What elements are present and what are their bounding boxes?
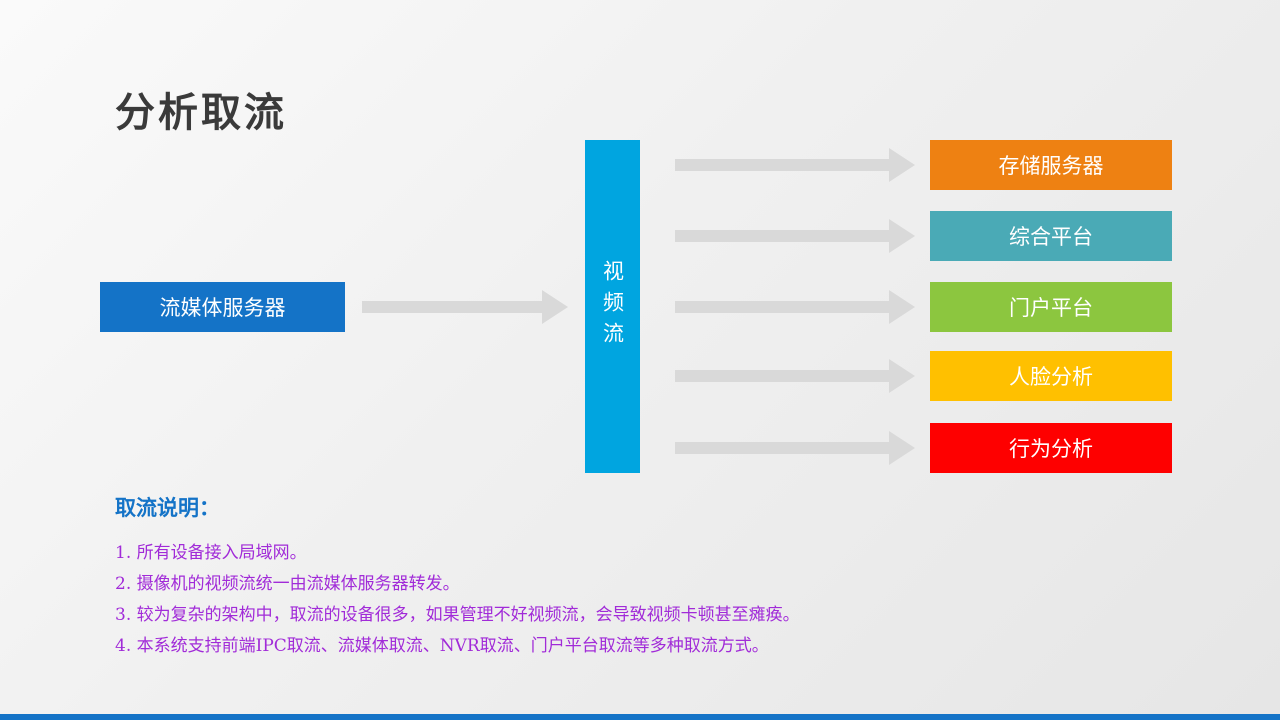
page-title: 分析取流 (115, 90, 287, 136)
target-box-label: 门户平台 (1009, 296, 1093, 320)
arrow-body (675, 159, 889, 171)
target-box-label: 行为分析 (1009, 437, 1093, 461)
notes-heading: 取流说明： (115, 495, 220, 520)
flow-arrow-icon-4 (675, 359, 915, 393)
target-box-3: 门户平台 (930, 282, 1172, 332)
note-item-4: 4. 本系统支持前端IPC取流、流媒体取流、NVR取流、门户平台取流等多种取流方… (115, 636, 769, 656)
hub-label: 视频流 (600, 260, 625, 353)
arrow-head (889, 219, 915, 253)
notes-section: 取流说明： 1. 所有设备接入局域网。 2. 摄像机的视频流统一由流媒体服务器转发… (115, 492, 1165, 662)
arrow-body (362, 301, 542, 313)
arrow-body (675, 442, 889, 454)
target-box-label: 综合平台 (1009, 225, 1093, 249)
flow-arrow-icon-1 (675, 148, 915, 182)
note-item-3: 3. 较为复杂的架构中，取流的设备很多，如果管理不好视频流，会导致视频卡顿甚至瘫… (115, 605, 800, 625)
arrow-head (889, 359, 915, 393)
bottom-accent-bar (0, 714, 1280, 720)
main-flow-arrow-icon (362, 290, 568, 324)
arrow-body (675, 301, 889, 313)
flow-arrow-icon-2 (675, 219, 915, 253)
target-box-2: 综合平台 (930, 211, 1172, 261)
arrow-body (675, 370, 889, 382)
target-box-label: 人脸分析 (1009, 365, 1093, 389)
note-item-1: 1. 所有设备接入局域网。 (115, 543, 307, 563)
arrow-body (675, 230, 889, 242)
arrow-head (889, 290, 915, 324)
arrow-head (889, 148, 915, 182)
video-stream-hub: 视频流 (585, 140, 640, 473)
source-box-streaming-media-server: 流媒体服务器 (100, 282, 345, 332)
target-box-label: 存储服务器 (998, 154, 1104, 178)
target-box-5: 行为分析 (930, 423, 1172, 473)
flow-arrow-icon-5 (675, 431, 915, 465)
note-item-2: 2. 摄像机的视频流统一由流媒体服务器转发。 (115, 574, 460, 594)
target-box-4: 人脸分析 (930, 351, 1172, 401)
notes-list: 1. 所有设备接入局域网。 2. 摄像机的视频流统一由流媒体服务器转发。 3. 较为… (115, 538, 1165, 662)
target-box-1: 存储服务器 (930, 140, 1172, 190)
arrow-head (889, 431, 915, 465)
source-box-label: 流媒体服务器 (159, 296, 286, 320)
arrow-head (542, 290, 568, 324)
flow-arrow-icon-3 (675, 290, 915, 324)
